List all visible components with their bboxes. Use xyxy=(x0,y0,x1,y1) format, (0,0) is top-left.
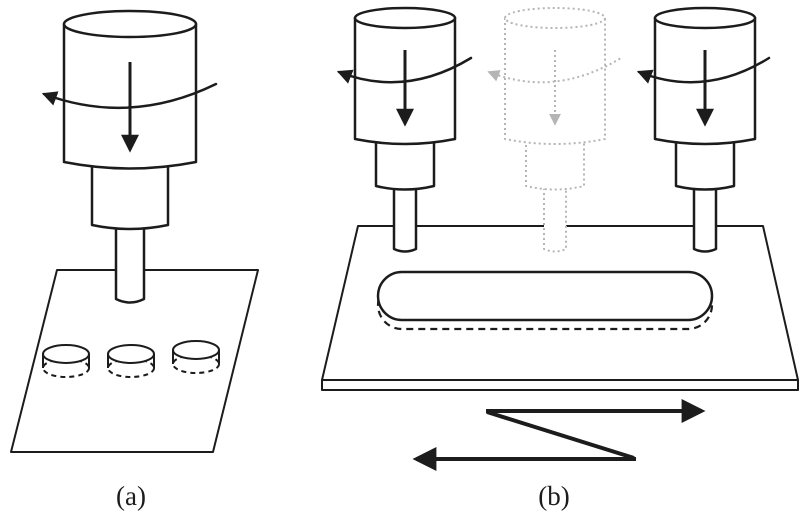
spot-top xyxy=(107,344,155,364)
traverse-path xyxy=(412,399,706,471)
tool-top-face xyxy=(353,6,457,30)
rotation-arrow-ghost xyxy=(487,57,622,84)
spot-weld xyxy=(107,344,155,378)
plate-front-edge xyxy=(321,379,799,391)
label-b: (b) xyxy=(538,481,569,511)
tool-pin-ghost xyxy=(543,187,567,253)
tool-pin xyxy=(114,226,146,304)
tool-top-face-ghost xyxy=(504,7,606,29)
tool-shoulder-ghost xyxy=(525,139,585,191)
tool-b-left xyxy=(336,6,473,253)
track-outline xyxy=(376,270,714,322)
spot-weld xyxy=(172,340,220,374)
spot-weld xyxy=(42,344,90,378)
tool-b-ghost xyxy=(487,7,622,253)
traverse-diagonal xyxy=(486,410,635,460)
tool-top-face xyxy=(653,6,757,30)
label-a: (a) xyxy=(116,481,146,511)
panel-a xyxy=(10,9,259,453)
spot-welds xyxy=(42,340,220,378)
tool-pin xyxy=(692,186,718,253)
tool-shoulder xyxy=(90,161,170,231)
tool-a xyxy=(41,9,218,304)
tool-shoulder xyxy=(374,138,436,191)
processed-track xyxy=(376,270,714,331)
tool-b-right xyxy=(636,6,771,253)
tool-shoulder xyxy=(674,138,736,191)
tool-top-face xyxy=(62,9,198,39)
panel-b xyxy=(321,6,799,471)
tool-pin xyxy=(392,186,418,253)
spot-top xyxy=(172,340,220,360)
spot-top xyxy=(42,344,90,364)
